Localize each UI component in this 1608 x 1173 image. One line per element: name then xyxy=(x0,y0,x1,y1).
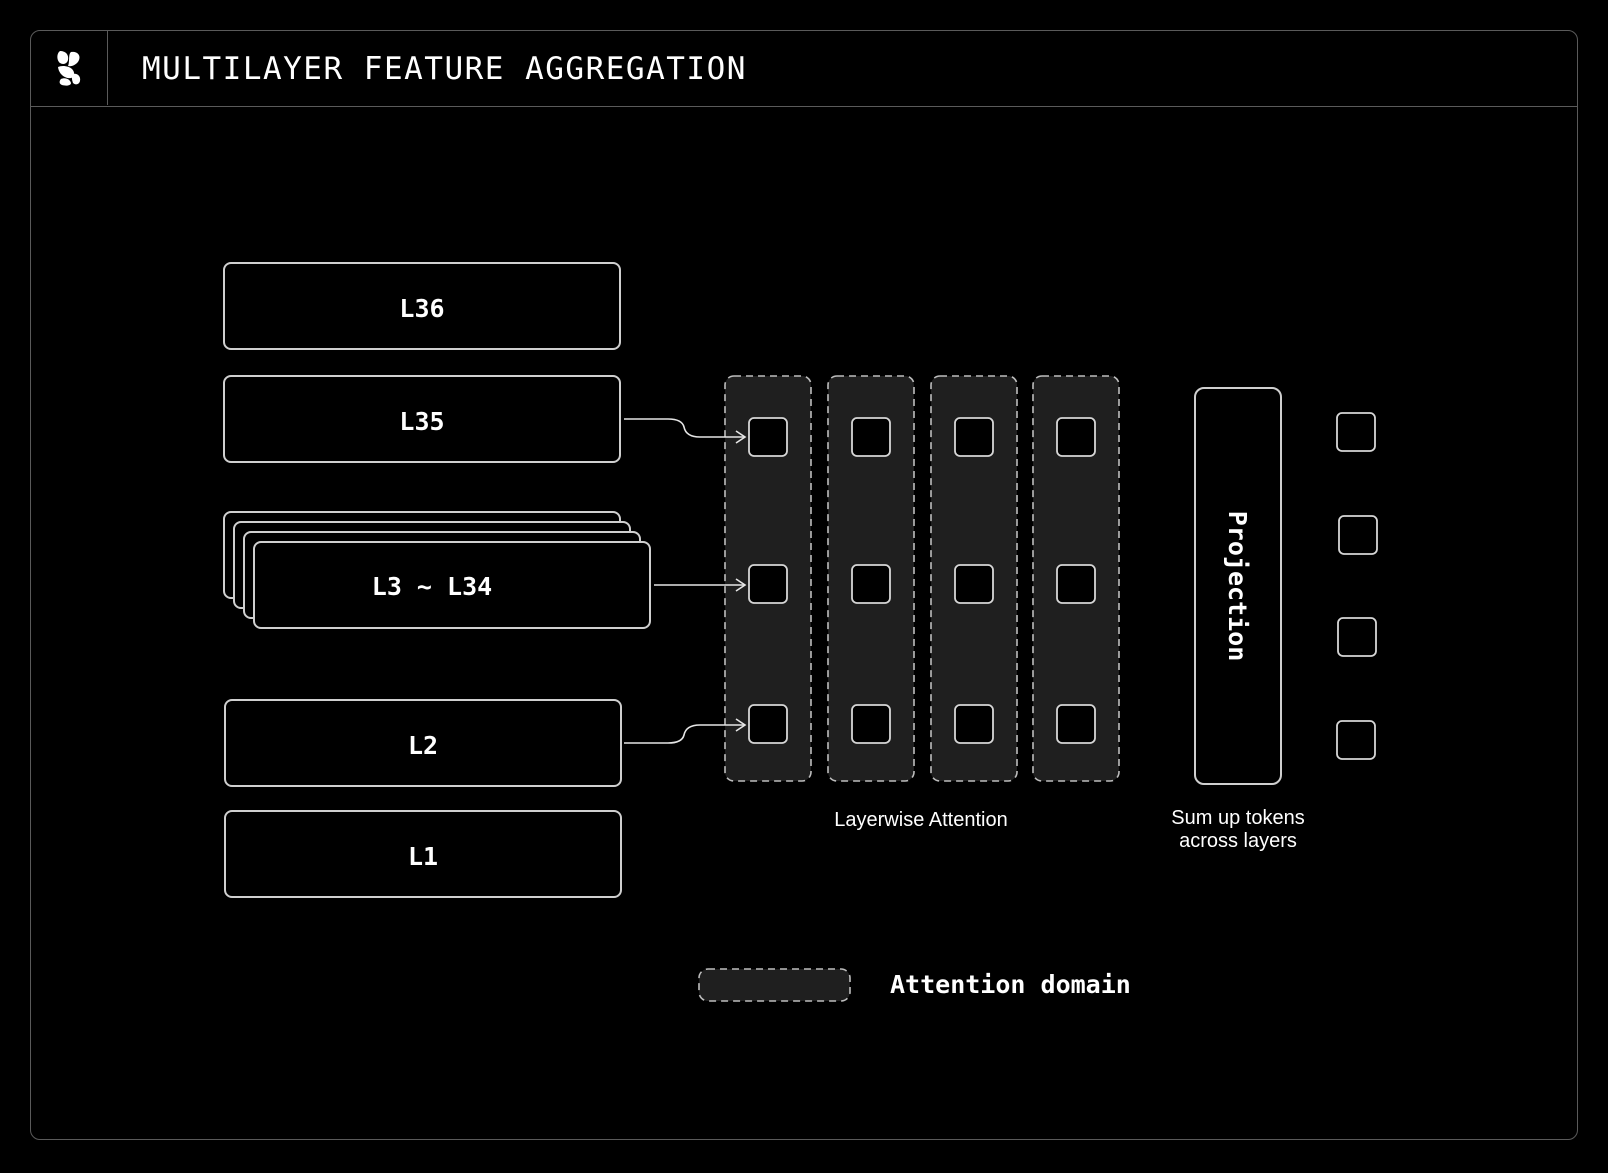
layerwise-attention-caption: Layerwise Attention xyxy=(834,809,1007,831)
legend-attention-domain-label: Attention domain xyxy=(890,970,1131,999)
layer-box-l1: L1 xyxy=(224,810,622,898)
logo-cell xyxy=(31,31,108,105)
layer-label-l35: L35 xyxy=(399,407,444,436)
legend-attention-domain-swatch xyxy=(698,968,851,1002)
page-title: MULTILAYER FEATURE AGGREGATION xyxy=(142,51,747,87)
output-token-1 xyxy=(1336,412,1376,452)
token-c3-r1 xyxy=(954,417,994,457)
legend: Attention domain xyxy=(698,968,1131,1002)
header-bar: MULTILAYER FEATURE AGGREGATION xyxy=(31,31,1577,107)
layer-box-l35: L35 xyxy=(223,375,621,463)
layer-stack-l3-l34: L3 ~ L34 xyxy=(223,511,651,629)
output-tokens xyxy=(1336,412,1378,760)
output-token-3 xyxy=(1337,617,1377,657)
brand-logo-icon xyxy=(57,51,81,86)
token-c1-r1 xyxy=(748,417,788,457)
projection-block: Projection xyxy=(1194,387,1282,785)
layer-label-l36: L36 xyxy=(399,294,444,323)
sum-up-caption-line-2: across layers xyxy=(1179,830,1297,852)
token-c2-r3 xyxy=(851,704,891,744)
token-c1-r2 xyxy=(748,564,788,604)
layer-box-l2: L2 xyxy=(224,699,622,787)
layer-label-l3-l34: L3 ~ L34 xyxy=(372,572,492,601)
sum-up-caption-line-1: Sum up tokens xyxy=(1171,807,1304,829)
output-token-4 xyxy=(1336,720,1376,760)
token-c3-r2 xyxy=(954,564,994,604)
token-c4-r1 xyxy=(1056,417,1096,457)
token-c2-r1 xyxy=(851,417,891,457)
layer-box-l36: L36 xyxy=(223,262,621,350)
token-c2-r2 xyxy=(851,564,891,604)
token-c4-r2 xyxy=(1056,564,1096,604)
stack-card-front xyxy=(253,541,651,629)
diagram-frame: MULTILAYER FEATURE AGGREGATION xyxy=(30,30,1578,1140)
token-c4-r3 xyxy=(1056,704,1096,744)
token-c3-r3 xyxy=(954,704,994,744)
attention-tokens xyxy=(748,417,1096,744)
arrow-l35-to-token xyxy=(624,418,747,444)
projection-label: Projection xyxy=(1223,511,1252,662)
layer-label-l2: L2 xyxy=(408,731,438,760)
output-token-2 xyxy=(1338,515,1378,555)
token-c1-r3 xyxy=(748,704,788,744)
connector-arrows xyxy=(624,418,747,744)
arrow-l2-to-token xyxy=(624,718,747,744)
layer-label-l1: L1 xyxy=(408,842,438,871)
